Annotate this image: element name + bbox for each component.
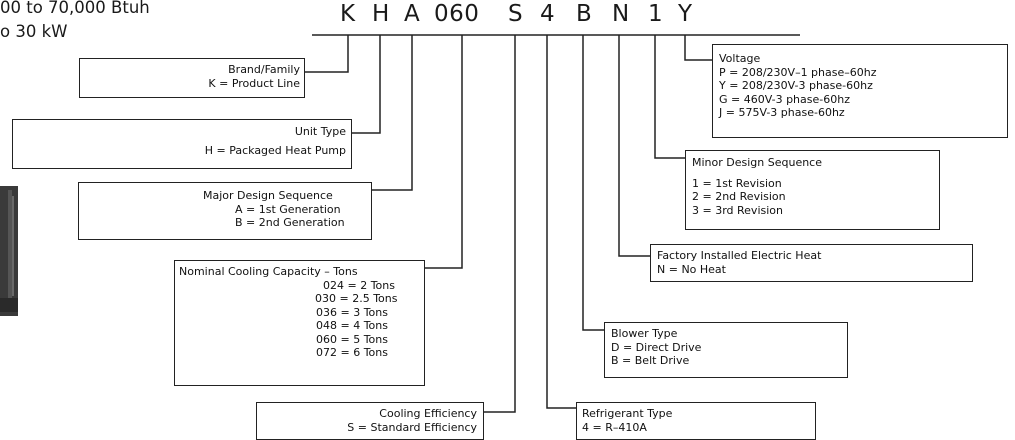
code-segment-voltage: Y	[678, 1, 693, 27]
capacity-line-3: 036 = 3 Tons	[316, 305, 388, 319]
major-design-box: Major Design Sequence A = 1st Generation…	[78, 182, 372, 240]
cooling-efficiency-line: S = Standard Efficiency	[347, 420, 477, 434]
capacity-line-6: 072 = 6 Tons	[316, 346, 388, 359]
cooling-efficiency-title: Cooling Efficiency	[379, 407, 477, 420]
connector-electric-heat	[618, 35, 650, 257]
code-segment-unit-type: H	[372, 1, 390, 27]
voltage-line-3: G = 460V-3 phase-60hz	[719, 92, 850, 106]
code-segment-efficiency: S	[508, 1, 524, 27]
voltage-line-1: P = 208/230V–1 phase–60hz	[719, 65, 877, 79]
unit-type-box: Unit Type H = Packaged Heat Pump	[12, 119, 352, 169]
minor-design-title: Minor Design Sequence	[692, 156, 823, 169]
connector-capacity	[425, 35, 463, 269]
brand-family-box: Brand/Family K = Product Line	[79, 58, 305, 98]
electric-heat-title: Factory Installed Electric Heat	[657, 249, 822, 262]
capacity-line-4: 048 = 4 Tons	[316, 319, 388, 332]
electric-heat-box: Factory Installed Electric Heat N = No H…	[650, 244, 973, 282]
connector-efficiency	[484, 35, 516, 413]
brand-family-line: K = Product Line	[208, 76, 300, 90]
blower-type-box: Blower Type D = Direct Drive B = Belt Dr…	[604, 322, 848, 378]
capacity-title: Nominal Cooling Capacity – Tons	[179, 265, 358, 278]
minor-design-line-1: 1 = 1st Revision	[692, 176, 782, 190]
connector-minor-design	[654, 35, 685, 159]
minor-design-line-3: 3 = 3rd Revision	[692, 203, 783, 217]
connector-unit-type	[352, 35, 381, 134]
code-segment-capacity: 060	[434, 1, 480, 27]
electric-heat-line: N = No Heat	[657, 262, 726, 276]
unit-image	[0, 186, 18, 316]
blower-type-title: Blower Type	[611, 327, 678, 340]
connector-brand	[305, 35, 349, 73]
voltage-box: Voltage P = 208/230V–1 phase–60hz Y = 20…	[712, 44, 1008, 138]
blower-type-line-2: B = Belt Drive	[611, 354, 690, 367]
brand-family-title: Brand/Family	[228, 63, 300, 76]
refrigerant-type-line: 4 = R–410A	[582, 420, 647, 434]
capacity-line-1: 024 = 2 Tons	[323, 278, 395, 292]
refrigerant-type-box: Refrigerant Type 4 = R–410A	[576, 402, 816, 440]
code-segment-blower: B	[576, 1, 593, 27]
connector-major-design	[372, 35, 413, 191]
unit-type-title: Unit Type	[294, 125, 346, 138]
code-segment-major-design: A	[404, 1, 421, 27]
connector-voltage	[684, 35, 712, 61]
voltage-line-4: J = 575V-3 phase-60hz	[719, 106, 845, 119]
major-design-line-1: A = 1st Generation	[235, 202, 341, 216]
blower-type-line-1: D = Direct Drive	[611, 340, 702, 354]
major-design-line-2: B = 2nd Generation	[235, 216, 345, 229]
code-segment-electric-heat: N	[612, 1, 630, 27]
major-design-title: Major Design Sequence	[203, 189, 333, 202]
connector-refrigerant	[546, 35, 576, 409]
unit-type-line: H = Packaged Heat Pump	[204, 143, 346, 157]
connector-blower	[582, 35, 604, 331]
header-electric-range: o 30 kW	[0, 22, 68, 41]
code-segment-refrigerant: 4	[540, 1, 556, 27]
minor-design-line-2: 2 = 2nd Revision	[692, 190, 786, 203]
capacity-line-2: 030 = 2.5 Tons	[315, 292, 398, 305]
code-segment-minor-design: 1	[648, 1, 664, 27]
refrigerant-type-title: Refrigerant Type	[582, 407, 673, 420]
capacity-box: Nominal Cooling Capacity – Tons 024 = 2 …	[174, 260, 425, 386]
capacity-line-5: 060 = 5 Tons	[316, 332, 388, 346]
voltage-line-2: Y = 208/230V-3 phase-60hz	[719, 79, 873, 92]
code-segment-brand: K	[340, 1, 356, 27]
cooling-efficiency-box: Cooling Efficiency S = Standard Efficien…	[256, 402, 484, 440]
minor-design-box: Minor Design Sequence 1 = 1st Revision 2…	[685, 150, 940, 230]
voltage-title: Voltage	[719, 52, 761, 65]
header-capacity-range: 00 to 70,000 Btuh	[0, 0, 150, 17]
